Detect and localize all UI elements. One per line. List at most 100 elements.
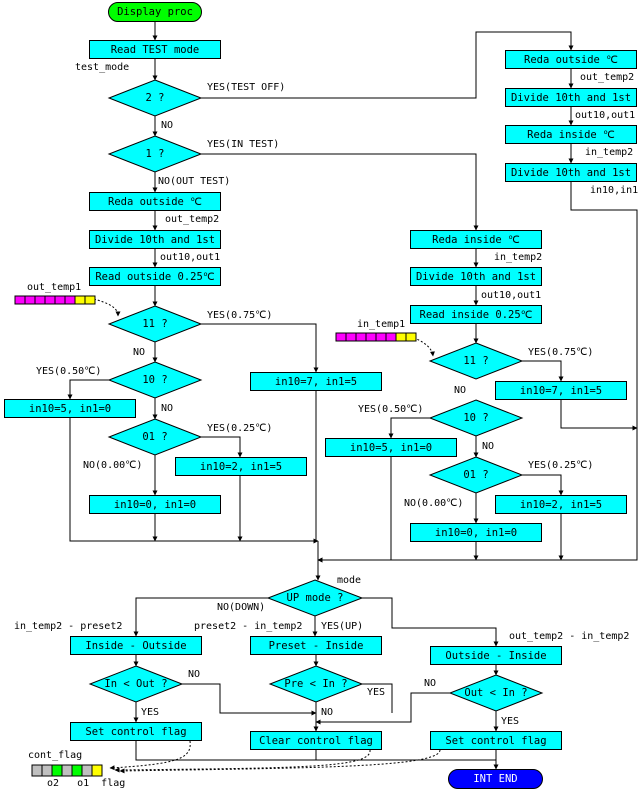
flow-connector <box>317 457 392 563</box>
label-mode: mode <box>337 575 362 586</box>
decision-diamond <box>107 135 203 173</box>
flow-connector <box>201 436 243 458</box>
read-inside-temp-box: Reda inside ℃ <box>410 230 542 249</box>
read-test-mode-box: Read TEST mode <box>89 40 221 59</box>
decision-pre-lt-in-text: Pre < In ? <box>284 678 348 690</box>
label-test-mode: test_mode <box>75 62 130 73</box>
decision-11-left-text: 11 ? <box>142 318 168 330</box>
decision-diamond <box>428 456 524 494</box>
label-out-temp1: out_temp1 <box>27 282 82 293</box>
label-yes-075-left: YES(0.75℃) <box>207 310 273 321</box>
flow-connector <box>201 153 479 231</box>
out-temp1-register-bit <box>74 295 86 305</box>
out-temp1-register-bit <box>14 295 26 305</box>
decision-10-left-text: 10 ? <box>142 374 168 386</box>
flow-connector <box>560 400 638 431</box>
decision-diamond <box>107 418 203 456</box>
label-out-temp2-left: out_temp2 <box>165 214 220 225</box>
read-outside-025-box: Read outside 0.25℃ <box>89 267 221 286</box>
flow-connector <box>67 379 109 400</box>
in-temp1-register-bit <box>405 332 417 342</box>
label-yes-025-mid: YES(0.25℃) <box>528 460 594 471</box>
decision-2-text: 2 ? <box>145 92 165 104</box>
set-in10-0-left-box: in10=0, in1=0 <box>89 495 221 514</box>
set-in10-7-mid-box: in10=7, in1=5 <box>495 381 627 400</box>
read-outside-temp-box: Reda outside ℃ <box>89 192 221 211</box>
flow-connector <box>362 683 393 713</box>
label-out10-right: out10,out1 <box>575 110 636 121</box>
decision-diamond <box>107 361 203 399</box>
label-out10-left: out10,out1 <box>160 252 221 263</box>
label-yes-out-lt-in: YES <box>501 716 520 727</box>
set-in10-5-mid-box: in10=5, in1=0 <box>325 438 457 457</box>
label-no-pre-lt-in: NO <box>321 707 334 718</box>
in-temp1-register-bit <box>365 332 377 342</box>
flow-connector <box>201 323 319 373</box>
in-temp1-register-bit <box>355 332 367 342</box>
divide-inside-right-box: Divide 10th and 1st <box>505 163 637 182</box>
label-yes-050-mid: YES(0.50℃) <box>358 404 424 415</box>
decision-up-mode-text: UP mode ? <box>286 592 344 604</box>
in-temp1-register-bit <box>385 332 397 342</box>
flow-connector <box>135 741 496 761</box>
decision-1-text: 1 ? <box>145 148 165 160</box>
inside-minus-outside-box: Inside - Outside <box>70 636 202 655</box>
label-in-temp2-right: in_temp2 <box>585 147 634 158</box>
divide-outside-right-box: Divide 10th and 1st <box>505 88 637 107</box>
label-in10-in1: in10,in1 <box>590 185 639 196</box>
decision-diamond <box>88 665 184 703</box>
flow-connector <box>522 360 564 382</box>
decision-diamond <box>107 305 203 343</box>
label-out-temp2-right: out_temp2 <box>580 72 635 83</box>
cont-flag-register-bit <box>41 764 53 777</box>
set-in10-2-left-box: in10=2, in1=5 <box>175 457 307 476</box>
out-temp1-register-bit <box>84 295 96 305</box>
decision-10-mid-text: 10 ? <box>463 412 489 424</box>
read-inside-025-box: Read inside 0.25℃ <box>410 305 542 324</box>
label-no-out-test: NO(OUT TEST) <box>158 176 231 187</box>
label-out10-mid: out10,out1 <box>481 290 542 301</box>
cont-flag-register-bit <box>51 764 63 777</box>
label-in-temp2-mid: in_temp2 <box>494 252 543 263</box>
label-yes-test-off: YES(TEST OFF) <box>207 82 286 93</box>
out-temp1-register-bit <box>34 295 46 305</box>
read-inside-temp-right-box: Reda inside ℃ <box>505 125 637 144</box>
label-yes-up: YES(UP) <box>321 621 364 632</box>
preset-minus-inside-box: Preset - Inside <box>250 636 382 655</box>
cont-flag-register-bit <box>71 764 83 777</box>
label-out-minus-in: out_temp2 - in_temp2 <box>509 631 630 642</box>
set-control-flag-left-box: Set control flag <box>70 722 202 741</box>
in-temp1-register-bit <box>335 332 347 342</box>
flow-connector <box>182 683 317 716</box>
label-yes-pre-lt-in: YES <box>367 687 386 698</box>
label-yes-in-lt-out: YES <box>141 707 160 718</box>
label-yes-075-mid: YES(0.75℃) <box>528 347 594 358</box>
set-control-flag-right-box: Set control flag <box>430 731 562 750</box>
set-in10-5-left-box: in10=5, in1=0 <box>4 399 136 418</box>
decision-in-lt-out-text: In < Out ? <box>104 678 168 690</box>
decision-diamond <box>448 674 544 712</box>
flow-connector <box>317 182 638 563</box>
label-no-down: NO(DOWN) <box>217 602 266 613</box>
in-temp1-register-bit <box>375 332 387 342</box>
flow-connector <box>315 391 318 542</box>
label-yes-050-left: YES(0.50℃) <box>36 366 102 377</box>
label-no-out-lt-in: NO <box>424 678 437 689</box>
cont-flag-register-bit <box>31 764 43 777</box>
label-cont-flag: cont_flag <box>28 750 83 761</box>
decision-out-lt-in-text: Out < In ? <box>464 687 528 699</box>
label-register-bits: o2 o1 flag <box>47 778 126 789</box>
divide-outside-box: Divide 10th and 1st <box>89 230 221 249</box>
label-in-minus-preset: in_temp2 - preset2 <box>14 621 123 632</box>
decision-diamond <box>268 665 364 703</box>
label-no-11-left: NO <box>133 347 146 358</box>
label-no-10-mid: NO <box>482 441 495 452</box>
in-temp1-register-bit <box>395 332 407 342</box>
label-no-10-left: NO <box>161 403 174 414</box>
in-temp1-register-bit <box>345 332 357 342</box>
out-temp1-register-bit <box>24 295 36 305</box>
decision-diamond <box>107 79 203 117</box>
cont-flag-register-bit <box>61 764 73 777</box>
